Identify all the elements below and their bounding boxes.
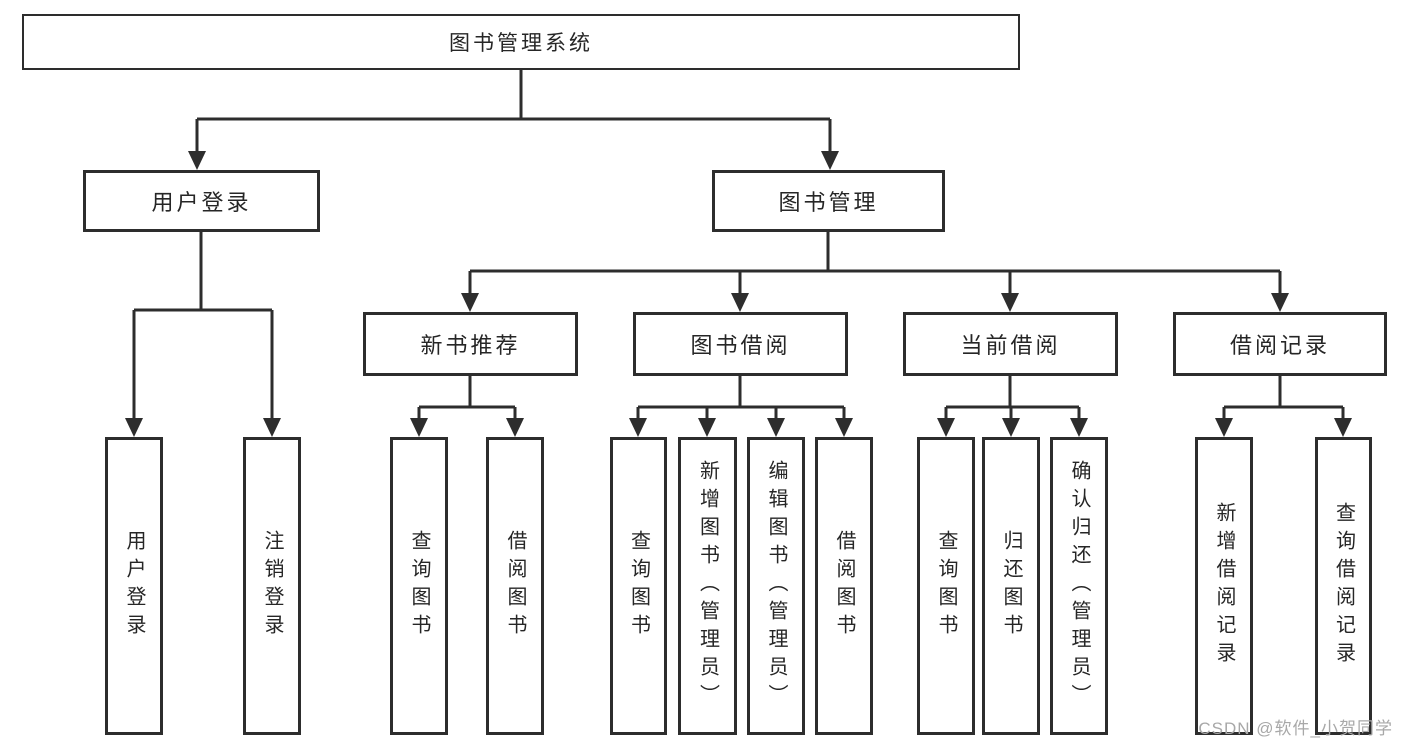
leaf-records-add-borrow-record: 新增借阅记录 (1195, 437, 1253, 735)
leaf-label: 编辑图书（管理员） (765, 460, 787, 712)
leaf-label: 确认归还（管理员） (1068, 460, 1090, 712)
node-library-management-system: 图书管理系统 (22, 14, 1020, 70)
leaf-label: 注销登录 (261, 530, 283, 642)
node-new-book-recommendation: 新书推荐 (363, 312, 578, 376)
node-label: 借阅记录 (1229, 333, 1330, 358)
leaf-label: 新增图书（管理员） (696, 460, 719, 712)
node-book-management: 图书管理 (712, 170, 945, 232)
node-label: 新书推荐 (420, 333, 521, 358)
node-label: 图书管理系统 (449, 32, 593, 55)
node-user-login: 用户登录 (83, 170, 320, 232)
node-label: 当前借阅 (960, 333, 1061, 358)
leaf-label: 归还图书 (1000, 530, 1022, 642)
node-label: 图书借阅 (690, 333, 791, 358)
node-label: 用户登录 (151, 190, 252, 215)
leaf-current-return-books: 归还图书 (982, 437, 1040, 735)
node-current-borrowing: 当前借阅 (903, 312, 1118, 376)
leaf-recommend-borrow-books: 借阅图书 (486, 437, 544, 735)
leaf-label: 查询图书 (935, 530, 957, 642)
leaf-borrowing-add-books-admin: 新增图书（管理员） (678, 437, 737, 735)
leaf-label: 借阅图书 (504, 530, 526, 642)
leaf-current-query-books: 查询图书 (917, 437, 975, 735)
leaf-recommend-query-books: 查询图书 (390, 437, 448, 735)
leaf-label: 借阅图书 (833, 530, 855, 642)
leaf-borrowing-edit-books-admin: 编辑图书（管理员） (747, 437, 805, 735)
node-book-borrowing: 图书借阅 (633, 312, 848, 376)
leaf-label: 新增借阅记录 (1213, 502, 1235, 670)
leaf-label: 查询图书 (627, 530, 650, 642)
leaf-borrowing-query-books: 查询图书 (610, 437, 667, 735)
leaf-label: 用户登录 (123, 530, 145, 642)
leaf-borrowing-borrow-books: 借阅图书 (815, 437, 873, 735)
leaf-records-query-borrow-record: 查询借阅记录 (1315, 437, 1372, 735)
node-borrowing-records: 借阅记录 (1173, 312, 1387, 376)
leaf-current-confirm-return-admin: 确认归还（管理员） (1050, 437, 1108, 735)
leaf-user-login: 用户登录 (105, 437, 163, 735)
leaf-label: 查询借阅记录 (1332, 502, 1355, 670)
csdn-watermark: CSDN @软件_小贺同学 (1198, 719, 1393, 738)
leaf-label: 查询图书 (408, 530, 430, 642)
node-label: 图书管理 (778, 190, 879, 215)
leaf-logout-login: 注销登录 (243, 437, 301, 735)
